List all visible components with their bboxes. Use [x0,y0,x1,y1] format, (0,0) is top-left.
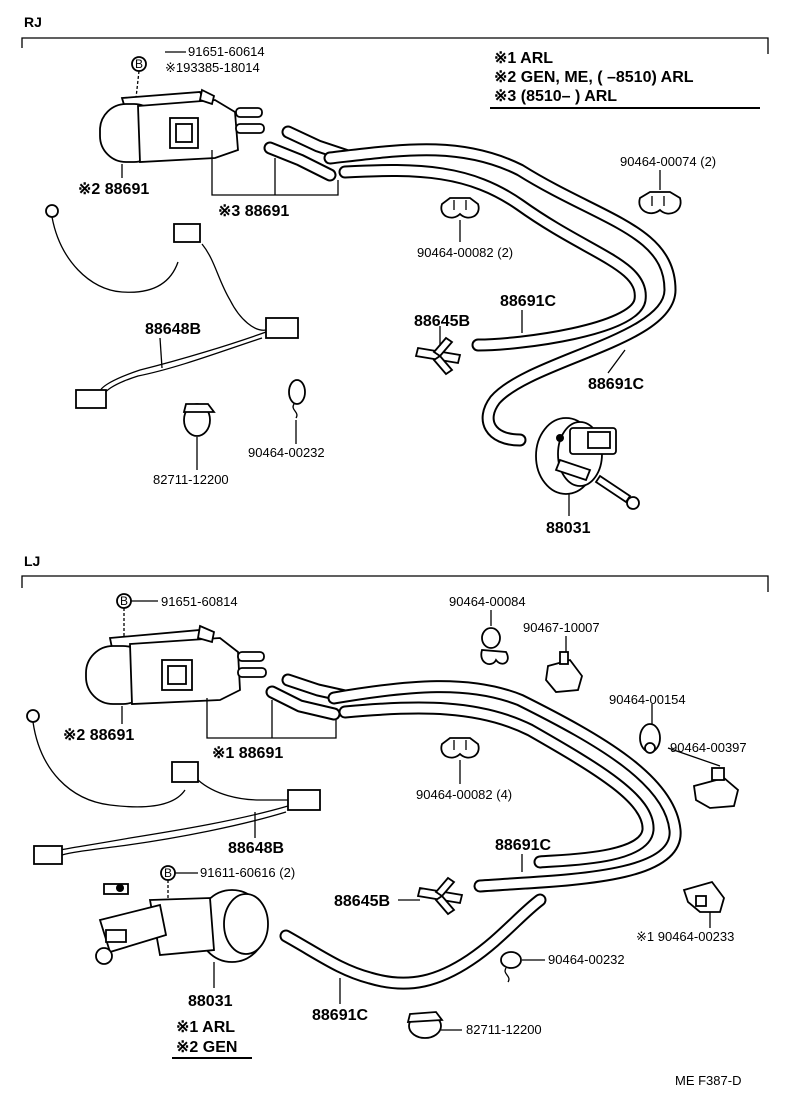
lj-clip-397-icon [692,767,740,809]
rj-actuator-label: 88031 [546,520,591,537]
lj-section-bracket [21,575,769,592]
lj-note-2: ※2 GEN [176,1039,237,1056]
rj-hose-c-upper-label: 88691C [500,293,556,310]
lj-bolt2-marker: B [164,866,172,880]
lj-actuator-icon [95,883,269,965]
lj-lower-hose [279,893,547,990]
rj-bolt-leader [135,70,140,99]
lj-clip-10007-label: 90467-10007 [523,620,600,635]
lj-bolt2: B 91611-60616 (2) [160,865,295,900]
lj-clip-154-label: 90464-00154 [609,692,686,707]
rj-bolt-part-label: 91651-60614 [188,44,265,59]
lj-clip-84-icon [480,627,509,665]
lj-notes: ※1 ARL ※2 GEN [172,1019,252,1059]
rj-bolt-alt-label: ※193385-18014 [165,60,260,75]
lj-bolt-part-label: 91651-60814 [161,594,238,609]
lj-tee-icon [416,876,464,916]
lj-clip-154-icon [639,723,661,754]
lj-valve-1-bracket [206,698,337,739]
rj-valve-2-label: ※2 88691 [78,181,149,198]
rj-vsv-valve-icon [99,88,265,163]
rj-tee-icon [414,336,462,376]
rj-section-bracket [21,37,769,54]
rj-hose-c-lower-label: 88691C [588,376,644,393]
rj-valve-3-label: ※3 88691 [218,203,289,220]
lj-bolt-marker: B [120,594,128,608]
rj-valve-3-bracket [211,150,339,196]
rj-note-1: ※1 ARL [494,50,553,67]
lj-clip-82-icon [440,737,480,759]
rj-clamp-label: 82711-12200 [153,472,229,487]
rj-section-label: RJ [24,14,42,30]
rj-note-2: ※2 GEN, ME, ( –8510) ARL [494,69,694,86]
lj-clamp-icon [406,1011,444,1039]
lj-clip-82-label: 90464-00082 (4) [416,787,512,802]
rj-actuator-icon [535,417,640,510]
rj-note-3: ※3 (8510– ) ARL [494,88,617,105]
lj-valve-1-label: ※1 88691 [212,745,283,762]
rj-hose-c-lower-leader [607,349,626,374]
lj-clip-397-label: 90464-00397 [670,740,747,755]
rj-harness-leader [159,337,163,369]
rj-band-icon [288,379,306,419]
lj-section-label: LJ [24,553,40,569]
lj-vsv-valve-icon [85,624,267,705]
rj-band-label: 90464-00232 [248,445,325,460]
lj-bolt: B 91651-60814 [116,593,238,638]
lj-hose-c-upper-label: 88691C [495,837,551,854]
lj-tee-label: 88645B [334,893,390,910]
lj-harness-icon [26,709,321,865]
rj-clip-82-label: 90464-00082 (2) [417,245,513,260]
lj-clip-10007-icon [545,651,583,693]
lj-clamp-label: 82711-12200 [466,1022,542,1037]
lj-bolt2-part-label: 91611-60616 (2) [200,865,295,880]
lj-valve-2-label: ※2 88691 [63,727,134,744]
rj-bolt: B 91651-60614 ※193385-18014 [131,44,265,99]
rj-section: RJ ※1 ARL ※2 GEN, ME, ( –8510) ARL ※3 (8… [21,14,769,537]
lj-hose-c-lower-label: 88691C [312,1007,368,1024]
lj-band-label: 90464-00232 [548,952,625,967]
lj-harness-label: 88648B [228,840,284,857]
rj-clip-82-icon [440,197,480,219]
lj-actuator-label: 88031 [188,993,233,1010]
lj-band-icon [500,951,522,983]
lj-clip-233-label: ※1 90464-00233 [636,929,734,944]
lj-clip-397-leader [667,747,721,767]
lj-note-1: ※1 ARL [176,1019,235,1036]
rj-clip-74-label: 90464-00074 (2) [620,154,716,169]
rj-notes: ※1 ARL ※2 GEN, ME, ( –8510) ARL ※3 (8510… [490,50,760,109]
lj-clip-84-label: 90464-00084 [449,594,526,609]
rj-tee-label: 88645B [414,313,470,330]
rj-harness-icon [45,204,299,409]
footer-code: ME F387-D [675,1073,741,1088]
rj-clip-74-icon [638,191,682,215]
rj-bolt-marker: B [135,57,143,71]
lj-section: LJ B 91651-60814 ※2 88691 ※1 8 [21,553,769,1059]
rj-harness-label: 88648B [145,321,201,338]
lj-clip-233-icon [682,880,725,913]
rj-clamp-icon [182,403,216,437]
